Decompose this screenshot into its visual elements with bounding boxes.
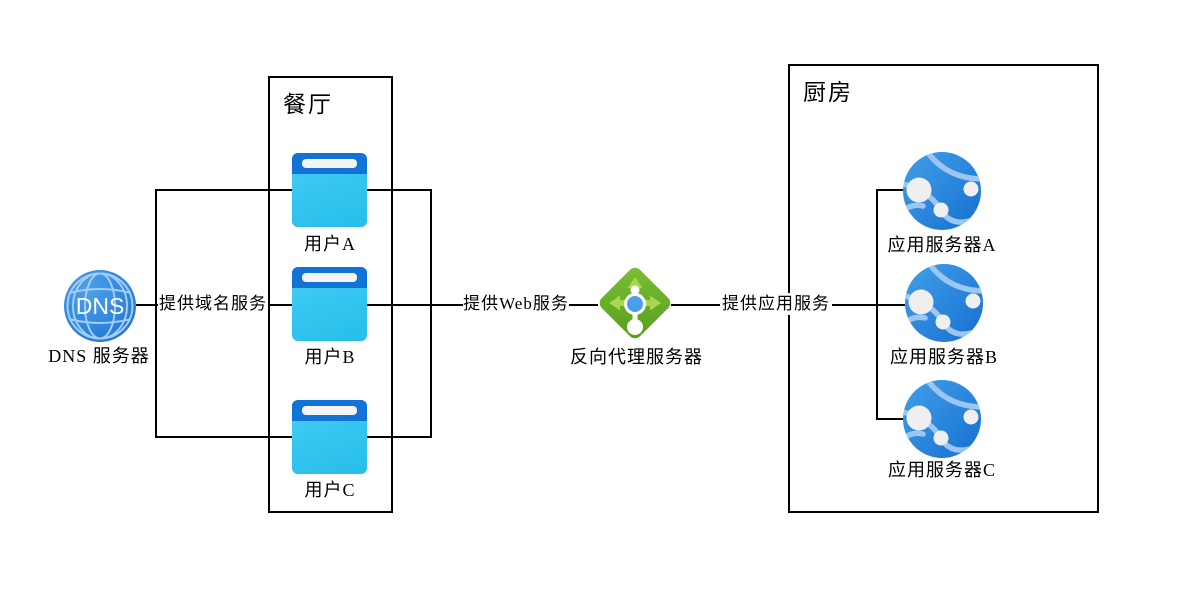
app-server-globe-icon [903, 380, 981, 458]
user-a-label: 用户A [304, 234, 356, 254]
dns-server-label: DNS 服务器 [48, 346, 150, 366]
dns-globe-icon: DNS [64, 270, 136, 342]
appserver-c-stub-line [876, 418, 906, 420]
browser-address-bar [302, 159, 357, 168]
browser-window-icon [292, 267, 367, 341]
appservers-bracket-vertical [876, 189, 878, 420]
connection-label-app-service: 提供应用服务 [720, 293, 832, 315]
gateway-diamond-icon [599, 267, 671, 339]
users-bracket-right-vertical [430, 189, 432, 438]
browser-window-icon [292, 153, 367, 227]
app-server-b-label: 应用服务器B [889, 347, 998, 367]
app-server-globe-icon [903, 152, 981, 230]
connection-label-web-service: 提供Web服务 [463, 293, 569, 315]
restaurant-group-title: 餐厅 [283, 92, 333, 117]
dns-icon-text: DNS [76, 293, 125, 319]
reverse-proxy-label: 反向代理服务器 [570, 347, 703, 367]
appserver-a-stub-line [876, 189, 906, 191]
app-server-globe-icon [905, 264, 983, 342]
connection-label-domain-service: 提供域名服务 [158, 293, 268, 315]
user-b-label: 用户B [304, 347, 356, 367]
user-c-label: 用户C [304, 480, 356, 500]
kitchen-group-title: 厨房 [803, 80, 853, 105]
app-server-c-label: 应用服务器C [887, 460, 996, 480]
connector-dns-to-proxy [136, 304, 598, 306]
browser-window-icon [292, 400, 367, 474]
browser-address-bar [302, 406, 357, 415]
app-server-a-label: 应用服务器A [887, 235, 997, 255]
users-bracket-left-vertical [155, 189, 157, 438]
browser-address-bar [302, 273, 357, 282]
